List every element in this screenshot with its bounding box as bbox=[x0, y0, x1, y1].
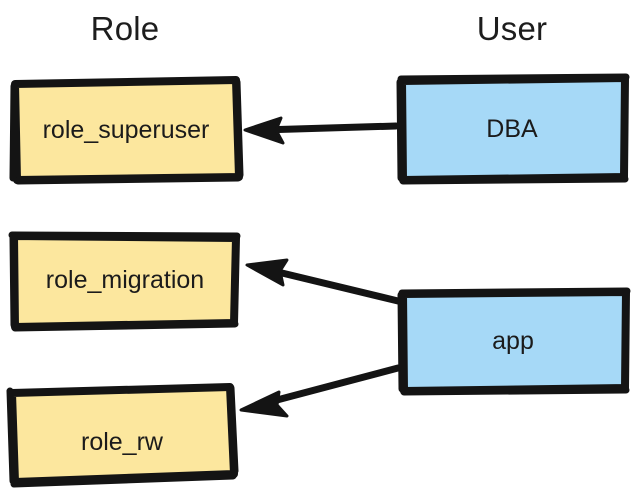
node-role-superuser-shape bbox=[9, 76, 244, 185]
node-role-migration[interactable]: role_migration bbox=[7, 227, 243, 333]
edge-dba-to-role-superuser bbox=[243, 116, 400, 145]
edge-app-to-role-migration bbox=[245, 258, 402, 305]
node-role-rw-shape bbox=[6, 383, 239, 488]
node-app[interactable]: app bbox=[395, 284, 631, 398]
node-dba[interactable]: DBA bbox=[394, 72, 630, 186]
node-role-superuser[interactable]: role_superuser bbox=[8, 74, 244, 186]
node-dba-shape bbox=[396, 73, 630, 185]
node-app-shape bbox=[397, 287, 631, 396]
node-role-migration-shape bbox=[8, 231, 241, 332]
column-header-role: Role bbox=[90, 10, 160, 47]
column-header-user: User bbox=[476, 10, 548, 47]
node-role-rw[interactable]: role_rw bbox=[5, 381, 239, 491]
edge-app-to-role-rw bbox=[239, 364, 402, 418]
